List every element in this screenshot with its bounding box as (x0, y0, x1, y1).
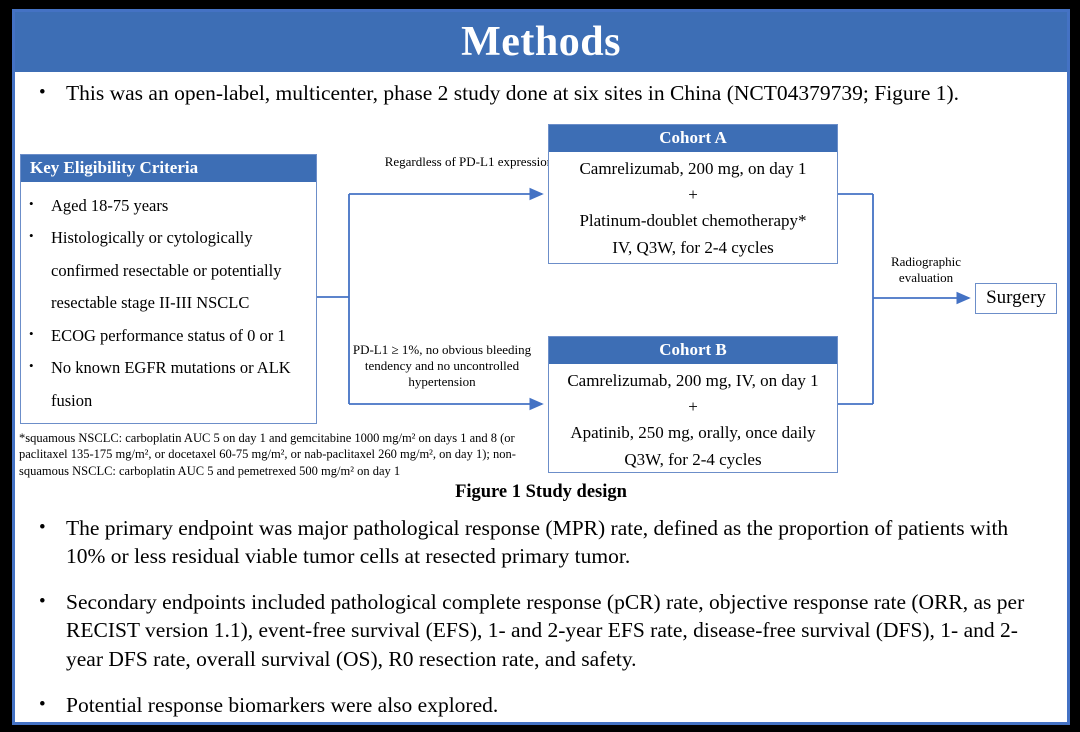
bullet-dot-icon: • (39, 82, 46, 103)
branch-label-cohort-a: Regardless of PD-L1 expression (384, 153, 554, 169)
eligibility-item-text: No known EGFR mutations or ALK fusion (51, 358, 291, 410)
list-item: • Histologically or cytologically confir… (29, 222, 310, 320)
cohort-b-header: Cohort B (549, 336, 837, 364)
figure-caption: Figure 1 Study design (455, 481, 627, 502)
eligibility-list: • Aged 18-75 years • Histologically or c… (21, 182, 316, 418)
bullet-dot-icon: • (39, 590, 46, 612)
cohort-b-line: Camrelizumab, 200 mg, IV, on day 1 (567, 370, 819, 390)
list-item: • The primary endpoint was major patholo… (33, 514, 1053, 571)
page-title: Methods (461, 19, 621, 65)
radiographic-evaluation-label: Radiographic evaluation (890, 253, 962, 285)
cohort-a-line: Camrelizumab, 200 mg, on day 1 (579, 158, 807, 178)
surgery-box: Surgery (975, 282, 1057, 314)
bullet-dot-icon: • (29, 325, 34, 341)
bullet-dot-icon: • (29, 358, 34, 374)
chemotherapy-footnote: *squamous NSCLC: carboplatin AUC 5 on da… (19, 430, 516, 478)
primary-endpoint-text: The primary endpoint was major pathologi… (66, 515, 1009, 569)
list-item: • Secondary endpoints included pathologi… (33, 588, 1053, 674)
branch-label-cohort-b: PD-L1 ≥ 1%, no obvious bleeding tendency… (352, 341, 532, 390)
list-item: • Potential response biomarkers were als… (33, 691, 1053, 720)
bullet-dot-icon: • (39, 693, 46, 715)
study-design-diagram: Key Eligibility Criteria • Aged 18-75 ye… (15, 108, 1067, 510)
eligibility-item-text: Aged 18-75 years (51, 195, 169, 215)
cohort-a-box: Cohort A Camrelizumab, 200 mg, on day 1 … (548, 123, 838, 265)
cohort-b-box: Cohort B Camrelizumab, 200 mg, IV, on da… (548, 335, 838, 473)
cohort-a-header: Cohort A (549, 124, 837, 152)
intro-bullet: • This was an open-label, multicenter, p… (15, 72, 1067, 108)
eligibility-header: Key Eligibility Criteria (21, 154, 316, 182)
eligibility-item-text: Histologically or cytologically confirme… (51, 228, 282, 313)
intro-bullet-text: This was an open-label, multicenter, pha… (66, 81, 960, 105)
plus-sign: + (688, 184, 698, 204)
connector-lines (316, 187, 971, 410)
title-banner: Methods (15, 12, 1067, 72)
bullet-dot-icon: • (29, 195, 34, 211)
list-item: • ECOG performance status of 0 or 1 (29, 320, 310, 353)
cohort-b-body: Camrelizumab, 200 mg, IV, on day 1 + Apa… (549, 364, 837, 477)
bullet-dot-icon: • (39, 516, 46, 538)
cohort-a-line: Platinum-doublet chemotherapy* (579, 211, 807, 231)
cohort-a-body: Camrelizumab, 200 mg, on day 1 + Platinu… (549, 152, 837, 265)
list-item: • Aged 18-75 years (29, 190, 310, 223)
biomarkers-text: Potential response biomarkers were also … (66, 692, 499, 717)
list-item: • No known EGFR mutations or ALK fusion (29, 352, 310, 417)
cohort-b-line: Apatinib, 250 mg, orally, once daily (570, 423, 816, 443)
plus-sign: + (688, 396, 698, 416)
endpoint-bullets: • The primary endpoint was major patholo… (15, 510, 1067, 720)
cohort-b-line: Q3W, for 2-4 cycles (624, 449, 762, 469)
secondary-endpoints-text: Secondary endpoints included pathologica… (66, 589, 1025, 671)
eligibility-box: Key Eligibility Criteria • Aged 18-75 ye… (20, 153, 317, 424)
bullet-dot-icon: • (29, 228, 34, 244)
slide: Methods • This was an open-label, multic… (12, 9, 1070, 725)
cohort-a-line: IV, Q3W, for 2-4 cycles (612, 237, 774, 257)
eligibility-item-text: ECOG performance status of 0 or 1 (51, 325, 286, 345)
